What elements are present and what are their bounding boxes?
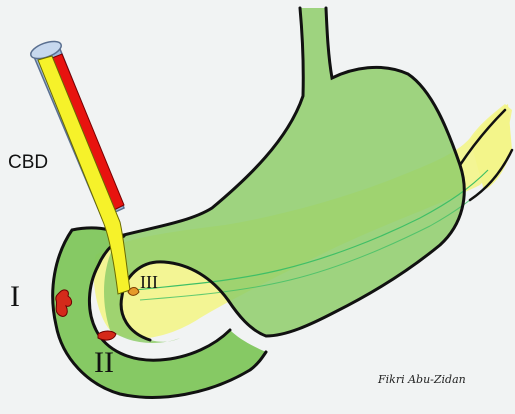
lesion-part-two — [98, 331, 116, 340]
part-three-label: III — [140, 272, 158, 293]
cbd-label: CBD — [8, 152, 48, 174]
part-two-label: II — [94, 346, 114, 380]
author-signature: Fikri Abu-Zidan — [378, 373, 466, 386]
part-one-label: I — [10, 280, 20, 314]
